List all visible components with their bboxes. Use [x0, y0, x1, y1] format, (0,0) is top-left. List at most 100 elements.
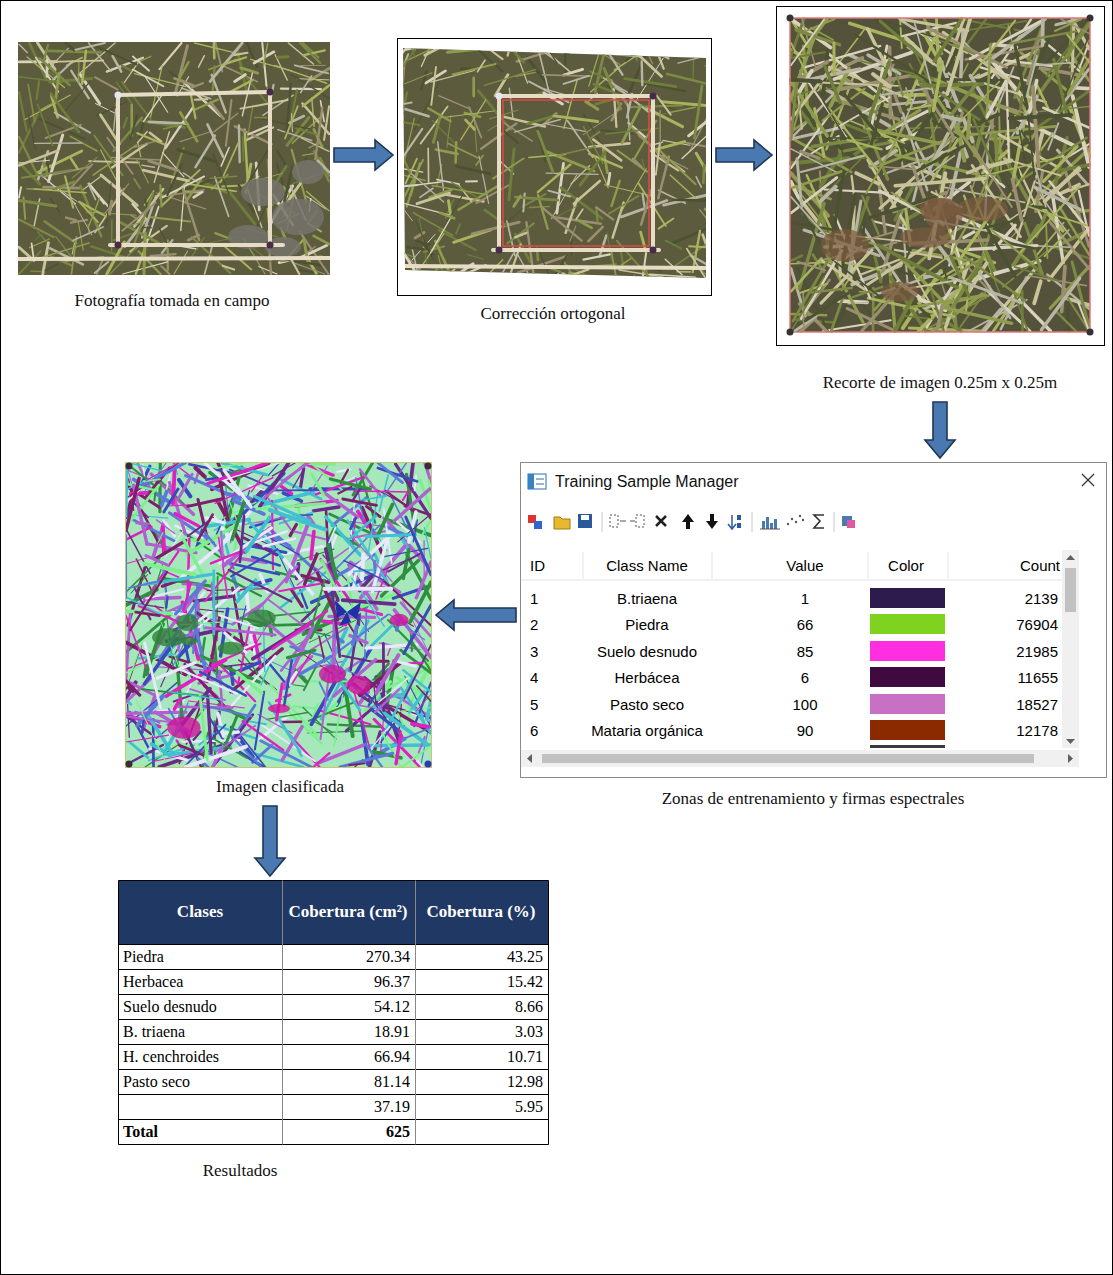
grass-blade — [873, 74, 890, 87]
table-cell: 6 — [530, 722, 538, 739]
grass-blade — [63, 81, 91, 114]
grass-blade — [1000, 105, 1024, 113]
grass-blade — [931, 291, 944, 331]
grass-blade — [303, 154, 314, 156]
grass-blade — [194, 192, 203, 198]
grass-blade — [674, 200, 712, 201]
grass-blade — [126, 484, 156, 491]
table-cell: Count — [1020, 557, 1060, 574]
grass-blade — [215, 177, 229, 216]
grass-blade — [357, 608, 382, 615]
grass-blade — [543, 41, 557, 63]
grass-blade — [507, 223, 533, 243]
scroll-up — [1066, 555, 1075, 560]
table-cell: Herbácea — [614, 669, 679, 686]
grass-blade — [273, 489, 326, 491]
grass-blade — [113, 56, 122, 72]
table-cell: 1 — [801, 590, 809, 607]
grass-blade — [300, 514, 312, 516]
grass-blade — [1015, 267, 1059, 281]
grass-blade — [947, 19, 970, 94]
grass-blade — [526, 39, 560, 64]
grass-blade — [19, 151, 58, 166]
corrected-photo — [397, 38, 712, 296]
grass-blade — [314, 236, 329, 244]
field-photo — [18, 42, 330, 275]
grass-blade — [515, 233, 526, 238]
sort-icon — [728, 524, 736, 529]
grass-blade — [1056, 312, 1076, 331]
grass-blade — [589, 49, 601, 86]
grass-blade — [106, 183, 111, 225]
table-cell: Value — [786, 557, 823, 574]
grass-blade — [293, 469, 304, 488]
grass-blade — [612, 181, 620, 206]
table-cell: 18527 — [1016, 696, 1058, 713]
grass-blade — [428, 108, 450, 121]
grass-blade — [285, 106, 298, 138]
grass-blade — [960, 286, 990, 327]
grass-blade — [448, 49, 480, 52]
grass-blade — [485, 69, 536, 85]
toolbar-separator — [834, 512, 835, 532]
grass-blade — [161, 266, 169, 274]
grass-blade — [863, 232, 895, 241]
table-cell: 85 — [797, 643, 814, 660]
grass-blade — [303, 104, 330, 134]
grass-blade — [199, 56, 205, 67]
grass-blade — [301, 138, 329, 151]
table-cell: Mataria orgánica — [591, 722, 703, 739]
grass-blade — [398, 111, 401, 125]
grass-blade — [801, 251, 842, 319]
grass-blade — [252, 557, 280, 566]
grass-blade — [497, 274, 506, 295]
grass-blade — [596, 207, 613, 219]
grass-blade — [19, 92, 27, 131]
corner-marker — [496, 93, 503, 100]
quadrat-stick — [268, 92, 272, 245]
scatter-icon — [787, 523, 789, 525]
grass-blade — [263, 43, 267, 67]
grass-blade — [588, 227, 603, 241]
grass-blade — [398, 73, 432, 87]
grass-blade — [527, 115, 556, 124]
grass-blade — [508, 209, 523, 222]
panel-caption: Corrección ortogonal — [481, 303, 626, 324]
grass-blade — [213, 154, 229, 194]
grass-blade — [682, 132, 711, 159]
grass-blade — [216, 726, 255, 752]
close-icon — [1082, 474, 1094, 486]
grass-blade — [133, 70, 164, 87]
class-color-swatch — [870, 614, 945, 634]
grass-blade — [977, 157, 1061, 178]
grass-blade — [237, 580, 256, 601]
grass-blade — [130, 115, 137, 139]
table-cell: 11655 — [1017, 669, 1058, 686]
grass-blade — [515, 197, 558, 200]
histogram-axis — [760, 529, 780, 530]
grass-blade — [183, 539, 201, 572]
grass-blade — [28, 115, 35, 150]
cropped-photo — [776, 6, 1105, 346]
grass-blade — [128, 704, 130, 737]
folder-icon — [554, 517, 570, 529]
grass-blade — [700, 210, 708, 221]
grass-blade — [985, 224, 1015, 277]
grass-blade — [175, 514, 199, 527]
grass-blade — [694, 86, 702, 138]
grass-blade — [835, 262, 880, 297]
grass-blade — [798, 262, 825, 270]
grass-blade — [1020, 186, 1079, 252]
grass-blade — [143, 170, 188, 181]
grass-blade — [563, 274, 604, 296]
table-cell: B.triaena — [617, 590, 677, 607]
grass-blade — [703, 165, 704, 183]
scatter-icon — [799, 515, 801, 517]
grass-blade — [951, 256, 969, 296]
grass-blade — [417, 193, 450, 204]
grass-blade — [138, 56, 151, 62]
grass-blade — [95, 262, 108, 273]
grass-blade — [235, 75, 246, 82]
grass-blade — [453, 64, 496, 75]
grass-blade — [513, 45, 527, 83]
